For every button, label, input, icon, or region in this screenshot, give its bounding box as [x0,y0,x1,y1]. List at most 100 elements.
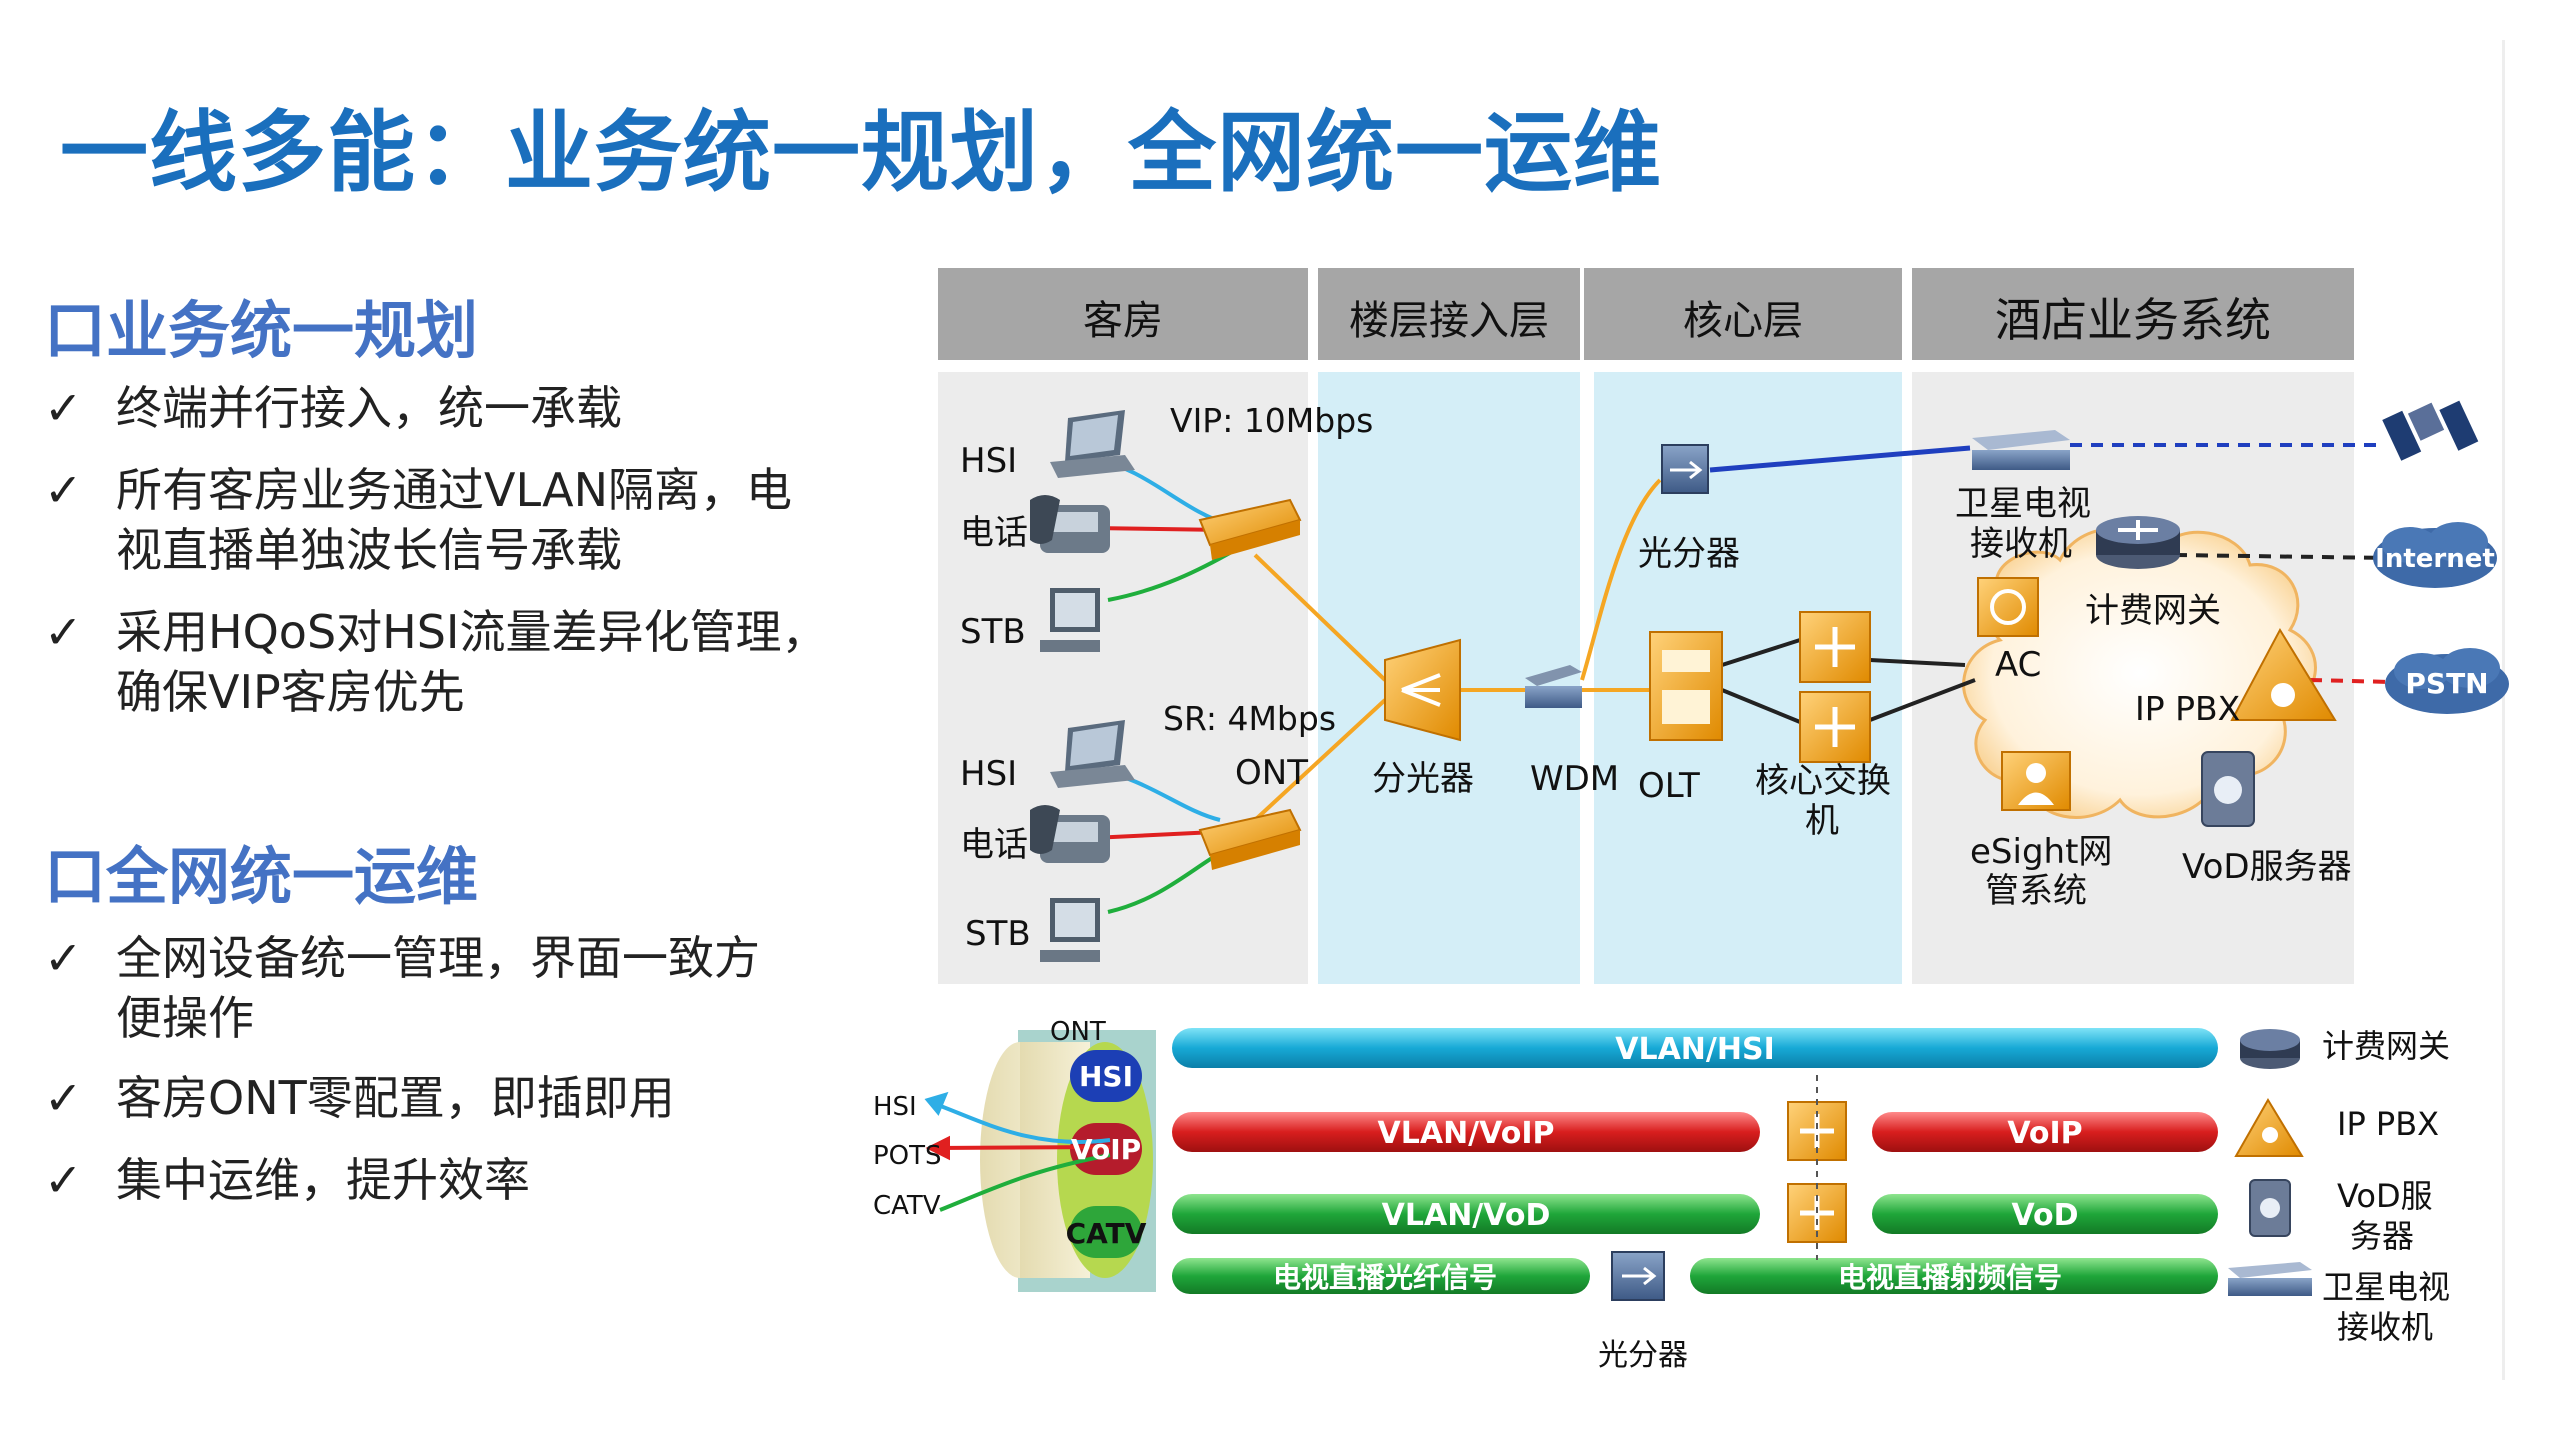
legend-billing-label: 计费网关 [2322,1027,2450,1065]
splitter-label: 分光器 [1372,759,1474,799]
core-switch-icon [1799,691,1871,763]
page-title: 一线多能：业务统一规划，全网统一运维 [60,101,1663,204]
internet-label: Internet [2375,544,2495,574]
satellite-icon [2382,400,2479,461]
satellite-receiver-icon [2228,1262,2312,1296]
pipe-label-vlan-voip: VLAN/VoIP [1378,1116,1555,1151]
olt-icon [1649,631,1723,741]
section-heading-service-planning: 口业务统一规划 [44,294,479,367]
check-icon: ✓ [44,605,83,659]
wdm-icon [1525,665,1582,708]
ont-device-bottom-icon [1198,808,1302,870]
phone-icon [1030,805,1110,863]
esight-label-2: 管系统 [1985,871,2087,911]
pipe-label-vlan-vod: VLAN/VoD [1382,1198,1551,1233]
check-icon: ✓ [44,381,83,435]
core-switch-label: 核心交换 [1755,761,1891,801]
ip-pbx-icon [2234,1098,2304,1157]
legend-vod-label-2: 务器 [2350,1217,2414,1255]
pstn-label: PSTN [2405,667,2488,700]
vlan-pipes [1172,1028,2218,1294]
check-icon: ✓ [44,1071,83,1125]
optical-splitter-icon [1661,444,1709,494]
dashed-links [2070,443,2393,684]
hsi-label: HSI [960,441,1017,481]
bullet-item: ✓ 采用HQoS对HSI流量差异化管理， 确保VIP客房优先 [44,602,874,722]
bullet-text: 客房ONT零配置，即插即用 [116,1071,675,1125]
ont-label: ONT [1235,753,1308,793]
pipe-label-vlan-hsi: VLAN/HSI [1615,1032,1775,1067]
bullet-item: ✓ 所有客房业务通过VLAN隔离，电 视直播单独波长信号承载 [44,460,874,580]
vip-bandwidth-label: VIP: 10Mbps [1170,401,1373,440]
header-hotel-system: 酒店业务系统 [1995,293,2271,347]
header-floor-access: 楼层接入层 [1349,298,1549,344]
splitter-icon [1384,638,1461,742]
satellite-receiver-icon [1972,430,2070,470]
bullet-text: 视直播单独波长信号承载 [116,523,622,577]
vod-server-icon [2249,1179,2291,1237]
wdm-label: WDM [1530,759,1619,799]
olt-label: OLT [1638,766,1700,806]
pipe-label-tv-rf: 电视直播射频信号 [1838,1261,2062,1294]
hsi-label: HSI [960,754,1017,794]
billing-gateway-label: 计费网关 [2085,591,2221,631]
check-icon: ✓ [44,463,83,517]
diagram-headers: 客房 楼层接入层 核心层 酒店业务系统 [938,268,2354,360]
legend-sat-label-2: 接收机 [2337,1308,2433,1346]
satellite-receiver-label-2: 接收机 [1970,524,2072,564]
left-pots-label: POTS [873,1141,942,1171]
stb-monitor-icon [1040,588,1100,652]
header-core: 核心层 [1683,298,1803,344]
header-room: 客房 [1083,298,1163,344]
billing-gateway-icon [2096,516,2180,569]
bullet-item: ✓ 全网设备统一管理，界面一致方 便操作 [44,928,874,1048]
phone-icon [1030,495,1110,553]
ont-port-arrows [924,1091,1111,1212]
optical-splitter-label: 光分器 [1638,534,1740,574]
check-icon: ✓ [44,1153,83,1207]
pipe-label-tv-fiber: 电视直播光纤信号 [1273,1261,1497,1294]
left-hsi-label: HSI [873,1092,917,1122]
laptop-icon [1050,720,1135,788]
ont-bottom-label: ONT [1050,1017,1106,1047]
stb-label: STB [965,914,1031,954]
laptop-icon [1050,410,1135,478]
port-catv-label: CATV [1066,1217,1147,1250]
pstn-cloud-icon [2385,648,2509,714]
port-hsi-label: HSI [1079,1060,1133,1093]
bullet-text: 集中运维，提升效率 [116,1153,530,1207]
bullet-text: 所有客房业务通过VLAN隔离，电 [116,463,793,517]
esight-label: eSight网 [1970,832,2112,872]
legend-vod-label: VoD服 [2337,1177,2433,1215]
bullet-text: 全网设备统一管理，界面一致方 [116,931,760,985]
bottom-splitter-icon [1611,1251,1665,1301]
core-switch-icon [1799,611,1871,683]
ip-pbx-icon [2230,627,2337,721]
bullet-text: 终端并行接入，统一承载 [116,381,622,435]
pipe-label-voip: VoIP [2007,1116,2082,1151]
stb-label: STB [960,612,1026,652]
ac-icon [1977,577,2039,637]
ont-device-top-icon [1198,498,1302,560]
right-divider [2502,40,2505,1380]
billing-gateway-icon [2240,1029,2300,1069]
left-catv-label: CATV [873,1191,941,1221]
port-catv [1070,1206,1142,1258]
sr-bandwidth-label: SR: 4Mbps [1163,699,1336,738]
section-heading-unified-ops: 口全网统一运维 [44,840,479,913]
ac-label: AC [1995,645,2041,685]
pipe-label-vod: VoD [2011,1198,2078,1233]
bullet-text: 采用HQoS对HSI流量差异化管理， [116,605,828,659]
port-hsi [1070,1050,1142,1102]
esight-icon [2001,751,2071,811]
vod-server-label: VoD服务器 [2182,847,2352,887]
bottom-splitter-label: 光分器 [1598,1338,1688,1373]
core-switch-label-2: 机 [1805,801,1839,841]
check-icon: ✓ [44,931,83,985]
phone-label: 电话 [960,825,1028,865]
port-voip-label: VoIP [1071,1133,1141,1166]
legend-sat-label: 卫星电视 [2322,1268,2450,1306]
phone-label: 电话 [960,513,1028,553]
stb-monitor-icon [1040,898,1100,962]
